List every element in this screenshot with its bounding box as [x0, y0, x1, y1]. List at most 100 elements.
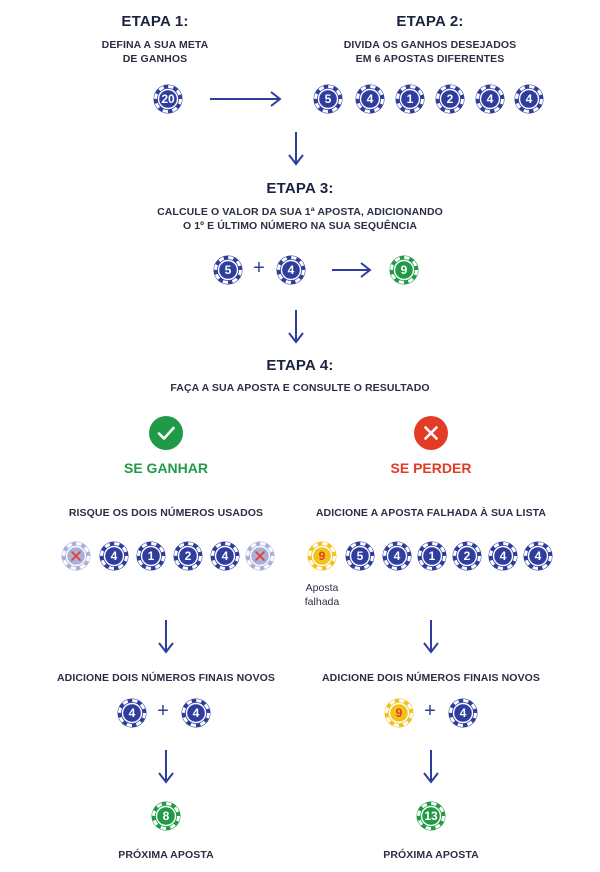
lose-chip: 4	[382, 541, 412, 571]
step2-chip-value: 1	[406, 92, 414, 106]
win-next-label: PRÓXIMA APOSTA	[118, 849, 214, 861]
chip-icon	[213, 255, 243, 285]
lose-add-text: ADICIONE DOIS NÚMEROS FINAIS NOVOS	[321, 672, 541, 684]
chip-icon	[151, 801, 181, 831]
first-number-chip: 5	[213, 255, 243, 285]
step2-title: ETAPA 2:	[396, 13, 464, 30]
arrow-icon	[332, 262, 372, 278]
chip-icon	[117, 698, 147, 728]
goal-chip-value: 20	[161, 92, 175, 106]
crossed-out-chip-value	[61, 541, 91, 571]
arrow-icon	[423, 620, 439, 654]
win-chip-value: 1	[147, 549, 155, 563]
chip-icon	[61, 541, 91, 571]
chip-icon	[417, 541, 447, 571]
lose-chip: 4	[488, 541, 518, 571]
chip-icon	[389, 255, 419, 285]
lose-chip: 5	[345, 541, 375, 571]
chip-icon	[523, 541, 553, 571]
step2-chip: 1	[395, 84, 425, 114]
lose-chip-value: 4	[499, 549, 507, 563]
failed-bet-caption-line2: falhada	[304, 596, 340, 608]
step2-chip-value: 4	[486, 92, 494, 106]
step2-text-line2: EM 6 APOSTAS DIFERENTES	[355, 53, 505, 65]
chip-icon	[153, 84, 183, 114]
win-next-bet-value: 8	[162, 809, 170, 823]
last-number-chip: 4	[276, 255, 306, 285]
plus-sign: +	[424, 700, 436, 722]
chip-icon	[173, 541, 203, 571]
chip-icon	[435, 84, 465, 114]
crossed-out-chip	[61, 541, 91, 571]
lose-chip-value: 5	[356, 549, 364, 563]
arrow-icon	[423, 750, 439, 784]
step2-chip: 5	[313, 84, 343, 114]
failed-bet-value: 9	[318, 549, 326, 563]
chip-icon	[384, 698, 414, 728]
last-number-value: 4	[287, 263, 295, 277]
step2-text-line1: DIVIDA OS GANHOS DESEJADOS	[343, 39, 517, 51]
win-new-chip-a-value: 4	[128, 706, 136, 720]
cross-circle-icon	[414, 416, 448, 450]
win-instruction: RISQUE OS DOIS NÚMEROS USADOS	[68, 507, 264, 519]
chip-icon	[136, 541, 166, 571]
step2-chip-value: 5	[324, 92, 332, 106]
arrow-icon	[288, 310, 304, 344]
win-chip-value: 2	[184, 549, 192, 563]
lose-chip-value: 1	[428, 549, 436, 563]
chip-icon	[488, 541, 518, 571]
lose-chip: 1	[417, 541, 447, 571]
plus-sign: +	[253, 257, 265, 279]
first-number-value: 5	[224, 263, 232, 277]
win-chip-value: 4	[221, 549, 229, 563]
step2-chip-value: 4	[366, 92, 374, 106]
first-bet-chip: 9	[389, 255, 419, 285]
arrow-icon	[288, 132, 304, 166]
arrow-icon	[158, 620, 174, 654]
lose-chip-value: 2	[463, 549, 471, 563]
chip-icon	[313, 84, 343, 114]
plus-sign: +	[157, 700, 169, 722]
step1-text-line1: DEFINA A SUA META	[101, 39, 209, 51]
crossed-out-chip-value	[245, 541, 275, 571]
failed-bet-chip: 9	[307, 541, 337, 571]
lose-chip-value: 4	[534, 549, 542, 563]
step2-chip-value: 2	[446, 92, 454, 106]
lose-chip: 4	[523, 541, 553, 571]
check-circle-icon	[149, 416, 183, 450]
step2-chip: 4	[475, 84, 505, 114]
win-chip: 2	[173, 541, 203, 571]
lose-chip: 2	[452, 541, 482, 571]
chip-icon	[448, 698, 478, 728]
lose-next-bet-value: 13	[424, 809, 438, 823]
chip-icon	[514, 84, 544, 114]
failed-bet-caption-line1: Aposta	[305, 582, 339, 594]
win-next-bet-chip: 8	[151, 801, 181, 831]
chip-icon	[395, 84, 425, 114]
step1-title: ETAPA 1:	[121, 13, 189, 30]
crossed-out-chip	[245, 541, 275, 571]
lose-label: SE PERDER	[390, 460, 472, 476]
lose-next-label: PRÓXIMA APOSTA	[383, 849, 479, 861]
step3-text-line1: CALCULE O VALOR DA SUA 1ª APOSTA, ADICIO…	[157, 206, 443, 218]
step4-text: FAÇA A SUA APOSTA E CONSULTE O RESULTADO	[170, 382, 430, 394]
step2-chip: 4	[355, 84, 385, 114]
lose-next-bet-chip: 13	[416, 801, 446, 831]
chip-icon	[99, 541, 129, 571]
lose-new-chip-b: 4	[448, 698, 478, 728]
chip-icon	[355, 84, 385, 114]
arrow-icon	[158, 750, 174, 784]
step2-chip: 2	[435, 84, 465, 114]
lose-new-chip-a-value: 9	[395, 706, 403, 720]
lose-new-chip-b-value: 4	[459, 706, 467, 720]
first-bet-value: 9	[400, 263, 408, 277]
chip-icon	[345, 541, 375, 571]
lose-chip-value: 4	[393, 549, 401, 563]
win-chip-value: 4	[110, 549, 118, 563]
win-new-chip-a: 4	[117, 698, 147, 728]
chip-icon	[181, 698, 211, 728]
win-add-text: ADICIONE DOIS NÚMEROS FINAIS NOVOS	[56, 672, 276, 684]
step1-text-line2: DE GANHOS	[122, 53, 188, 65]
step3-text-line2: O 1º E ÚLTIMO NÚMERO NA SUA SEQUÊNCIA	[182, 220, 418, 232]
goal-chip: 20	[153, 84, 183, 114]
